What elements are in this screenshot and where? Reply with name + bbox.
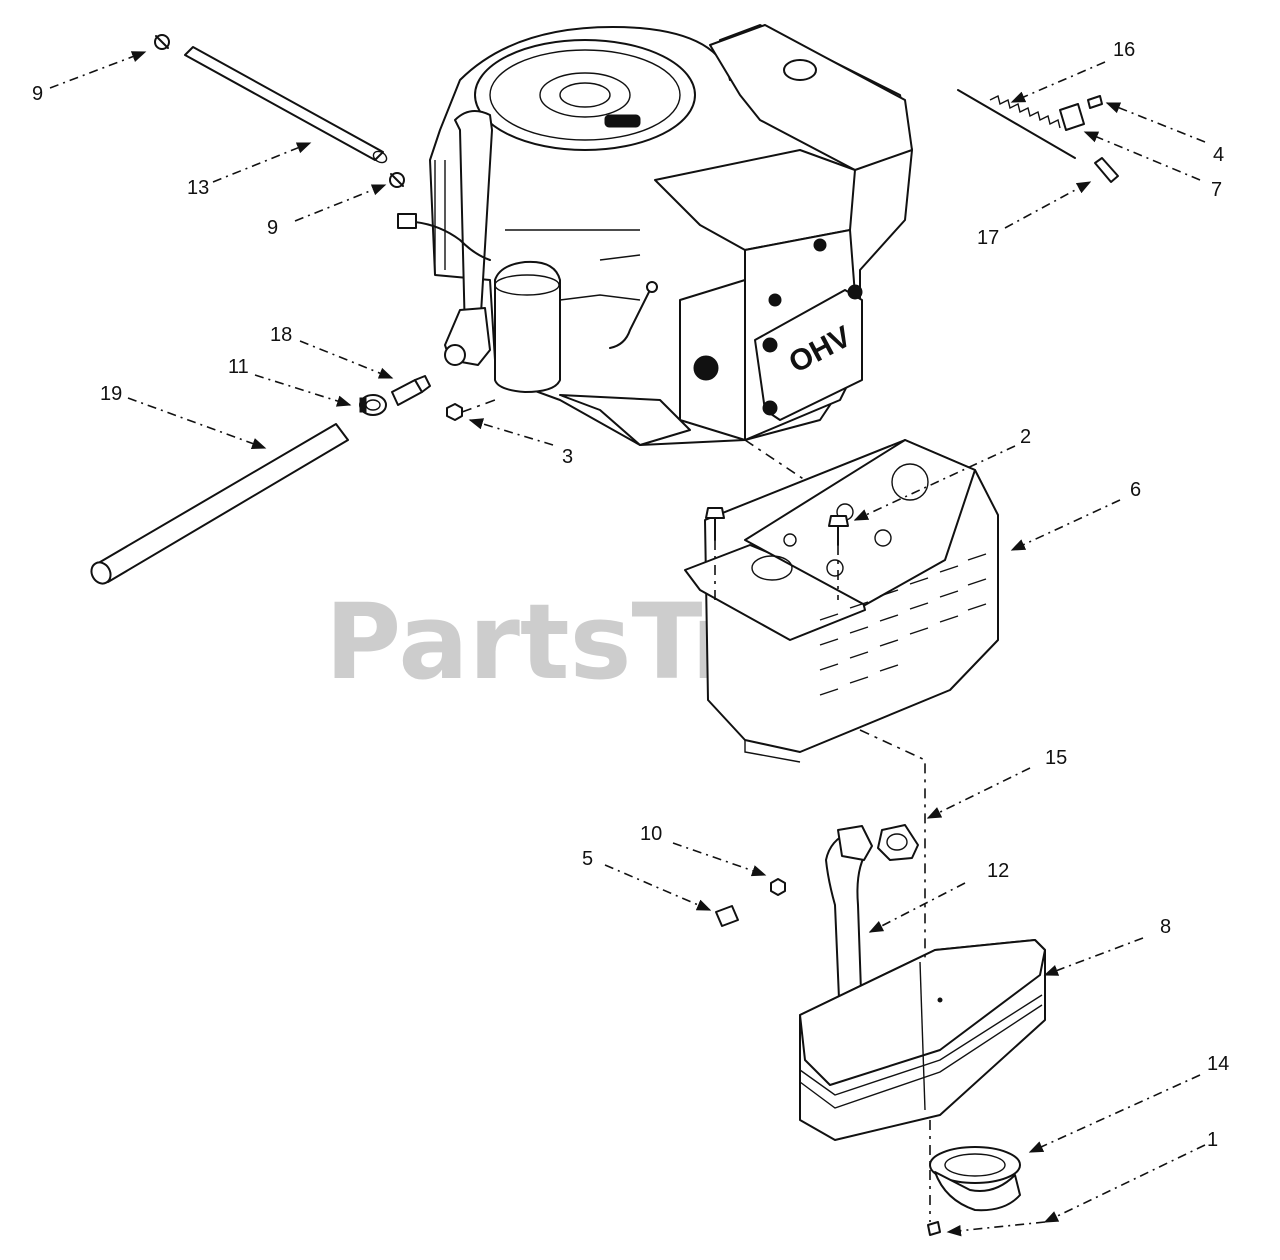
fuel-hose[interactable] bbox=[88, 423, 349, 587]
assembly-line-engine-guard bbox=[744, 439, 806, 481]
hose-clamp-11[interactable] bbox=[359, 394, 387, 416]
callout-14: 14 bbox=[1207, 1053, 1229, 1075]
fuel-fitting[interactable] bbox=[391, 375, 431, 406]
callout-8: 8 bbox=[1160, 916, 1171, 938]
callout-18: 18 bbox=[270, 324, 292, 346]
exhaust-gasket[interactable] bbox=[877, 824, 919, 861]
callout-13: 13 bbox=[187, 177, 209, 199]
callout-5: 5 bbox=[582, 848, 593, 870]
hex-nut-3[interactable] bbox=[446, 403, 463, 421]
muffler-guard[interactable] bbox=[684, 439, 999, 763]
assembly-line-guard-muffler bbox=[859, 729, 926, 960]
callout-1: 1 bbox=[1207, 1129, 1218, 1151]
callout-arrows bbox=[49, 51, 1206, 1237]
breather-tube[interactable] bbox=[184, 46, 389, 165]
callout-6: 6 bbox=[1130, 479, 1141, 501]
engine[interactable]: OHV bbox=[397, 24, 913, 446]
bolt-5[interactable] bbox=[715, 905, 739, 927]
callout-9-upper: 9 bbox=[32, 83, 43, 105]
callout-17: 17 bbox=[977, 227, 999, 249]
hose-clamp-lower[interactable] bbox=[389, 172, 405, 188]
callout-2: 2 bbox=[1020, 426, 1031, 448]
hex-nut-10[interactable] bbox=[770, 878, 786, 896]
callout-7: 7 bbox=[1211, 179, 1222, 201]
spring-17[interactable] bbox=[1094, 157, 1119, 183]
screw-1[interactable] bbox=[927, 1221, 941, 1236]
callout-15: 15 bbox=[1045, 747, 1067, 769]
callout-9-lower: 9 bbox=[267, 217, 278, 239]
callout-10: 10 bbox=[640, 823, 662, 845]
callout-11: 11 bbox=[228, 356, 249, 378]
bolt-2a[interactable] bbox=[705, 507, 725, 541]
callout-4: 4 bbox=[1213, 144, 1224, 166]
hose-clamp-upper[interactable] bbox=[154, 34, 170, 50]
exhaust-pipe[interactable] bbox=[825, 825, 873, 1023]
governor-spring[interactable] bbox=[957, 89, 1076, 159]
callout-12: 12 bbox=[987, 860, 1009, 882]
muffler-deflector[interactable] bbox=[929, 1146, 1021, 1212]
assembly-line-nut-3 bbox=[461, 399, 496, 413]
callout-3: 3 bbox=[562, 446, 573, 468]
callout-16: 16 bbox=[1113, 39, 1135, 61]
screw-4[interactable] bbox=[1087, 95, 1103, 109]
callout-19: 19 bbox=[100, 383, 122, 405]
bolt-2b[interactable] bbox=[828, 515, 849, 546]
bracket-7[interactable] bbox=[1059, 103, 1085, 131]
muffler[interactable] bbox=[799, 939, 1046, 1141]
